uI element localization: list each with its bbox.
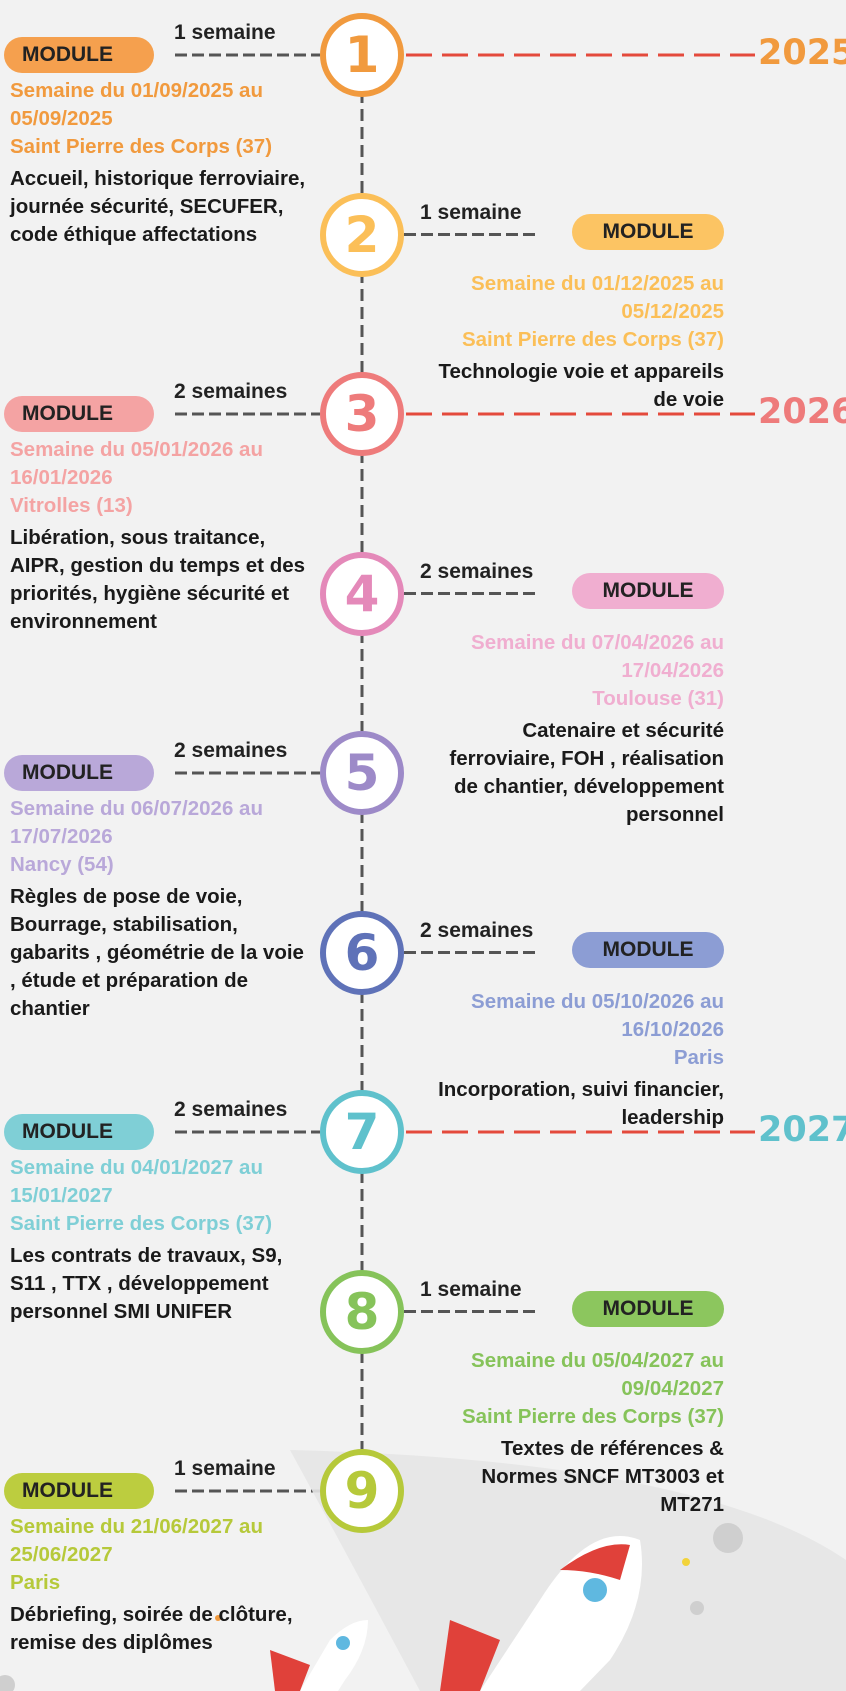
year-label: 2026 — [758, 392, 846, 432]
module-badge: MODULE — [4, 37, 154, 73]
step-circle-8: 8 — [320, 1269, 404, 1354]
module-description: Les contrats de travaux, S9, S11 , TTX ,… — [10, 1244, 283, 1323]
module-dates: Semaine du 07/04/2026 au 17/04/2026 — [471, 630, 724, 682]
duration-label: 2 semaines — [174, 1098, 288, 1121]
module-description: Débriefing, soirée de clôture, remise de… — [10, 1603, 293, 1654]
module-badge: MODULE — [572, 931, 724, 968]
module-badge: MODULE — [572, 213, 724, 250]
module-dates: Semaine du 06/07/2026 au 17/07/2026 — [10, 797, 263, 848]
duration-label: 1 semaine — [174, 21, 276, 44]
duration-label: 1 semaine — [420, 200, 522, 224]
module-badge: MODULE — [4, 1473, 154, 1509]
step-circle-5: 5 — [320, 731, 404, 815]
module-dates: Semaine du 04/01/2027 au 15/01/2027 — [10, 1156, 263, 1207]
step-circle-6: 6 — [320, 910, 404, 995]
step-circle-2: 2 — [320, 192, 404, 277]
module-description: Catenaire et sécurité ferroviaire, FOH ,… — [449, 718, 724, 826]
step-circle-1: 1 — [320, 13, 404, 97]
step-circle-9: 9 — [320, 1449, 404, 1533]
module-location: Saint Pierre des Corps (37) — [10, 1212, 273, 1235]
module-dates: Semaine du 05/01/2026 au 16/01/2026 — [10, 438, 263, 489]
module-location: Saint Pierre des Corps (37) — [461, 327, 724, 351]
module-badge: MODULE — [4, 755, 154, 791]
module-description: Accueil, historique ferroviaire, journée… — [10, 167, 306, 246]
module-location: Toulouse (31) — [592, 686, 724, 710]
duration-label: 2 semaines — [174, 380, 288, 403]
module-location: Saint Pierre des Corps (37) — [10, 135, 273, 158]
module-location: Nancy (54) — [10, 853, 114, 876]
year-label: 2025 — [758, 33, 846, 73]
module-description: Textes de références & Normes SNCF MT300… — [481, 1436, 724, 1516]
module-badge: MODULE — [572, 572, 724, 609]
module-location: Paris — [673, 1045, 724, 1069]
module-dates: Semaine du 21/06/2027 au 25/06/2027 — [10, 1515, 263, 1566]
step-circle-7: 7 — [320, 1090, 404, 1174]
module-location: Saint Pierre des Corps (37) — [461, 1404, 724, 1428]
module-badge: MODULE — [4, 1114, 154, 1150]
module-dates: Semaine du 05/04/2027 au 09/04/2027 — [471, 1348, 724, 1400]
duration-label: 2 semaines — [420, 559, 534, 583]
module-dates: Semaine du 01/09/2025 au 05/09/2025 — [10, 79, 263, 130]
module-dates: Semaine du 05/10/2026 au 16/10/2026 — [471, 989, 724, 1041]
module-description: Libération, sous traitance, AIPR, gestio… — [10, 526, 306, 633]
module-description: Incorporation, suivi financier, leadersh… — [438, 1077, 724, 1129]
module-badge: MODULE — [572, 1290, 724, 1327]
module-badge: MODULE — [4, 396, 154, 432]
module-dates: Semaine du 01/12/2025 au 05/12/2025 — [471, 271, 724, 323]
module-description: Règles de pose de voie, Bourrage, stabil… — [10, 885, 304, 1020]
module-description: Technologie voie et appareils de voie — [438, 359, 724, 411]
year-label: 2027 — [758, 1110, 846, 1150]
step-circle-4: 4 — [320, 551, 404, 636]
duration-label: 1 semaine — [420, 1277, 522, 1301]
duration-label: 2 semaines — [174, 739, 288, 762]
module-location: Paris — [10, 1571, 61, 1594]
module-location: Vitrolles (13) — [10, 494, 133, 517]
step-circle-3: 3 — [320, 372, 404, 456]
duration-label: 2 semaines — [420, 918, 534, 942]
duration-label: 1 semaine — [174, 1457, 276, 1480]
